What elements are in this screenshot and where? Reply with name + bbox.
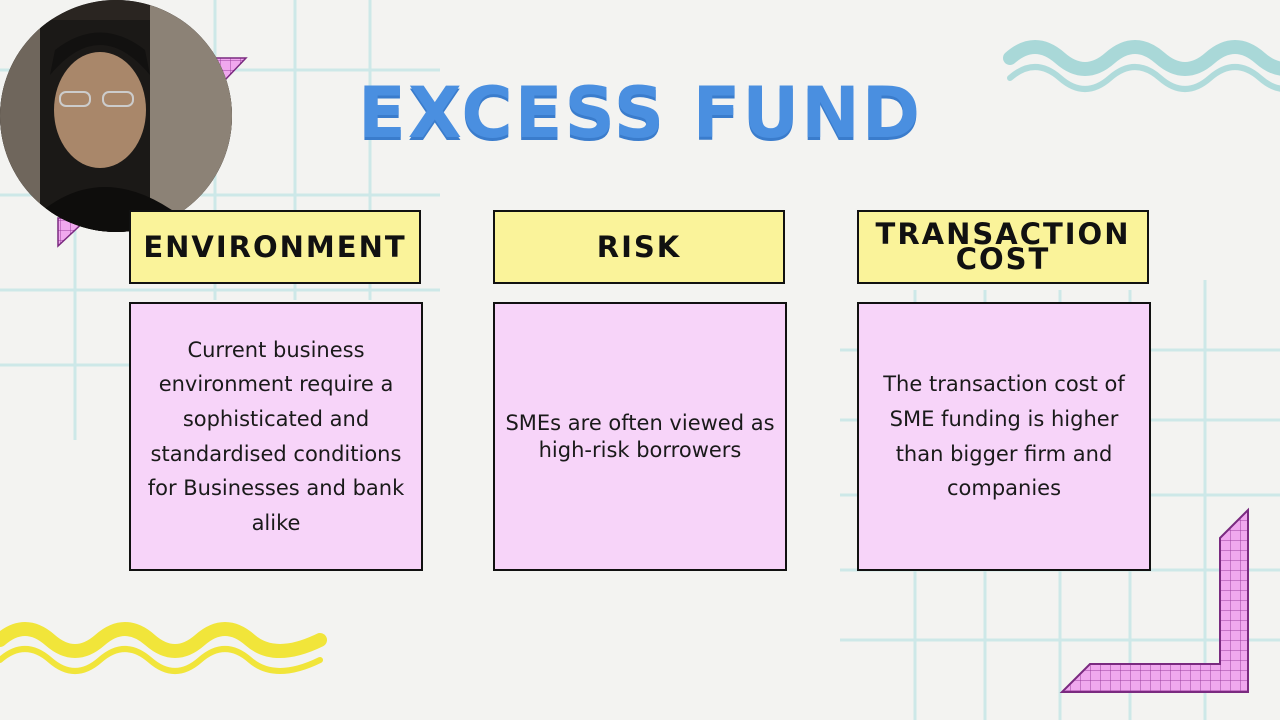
body-risk: SMEs are often viewed as high-risk borro… [493,302,787,571]
body-transaction-cost: The transaction cost of SME funding is h… [857,302,1151,571]
heading-environment: ENVIRONMENT [129,210,421,284]
slide-title: EXCESS FUND [358,72,922,154]
heading-transaction-cost: TRANSACTION COST [857,210,1149,284]
heading-risk: RISK [493,210,785,284]
body-environment: Current business environment require a s… [129,302,423,571]
